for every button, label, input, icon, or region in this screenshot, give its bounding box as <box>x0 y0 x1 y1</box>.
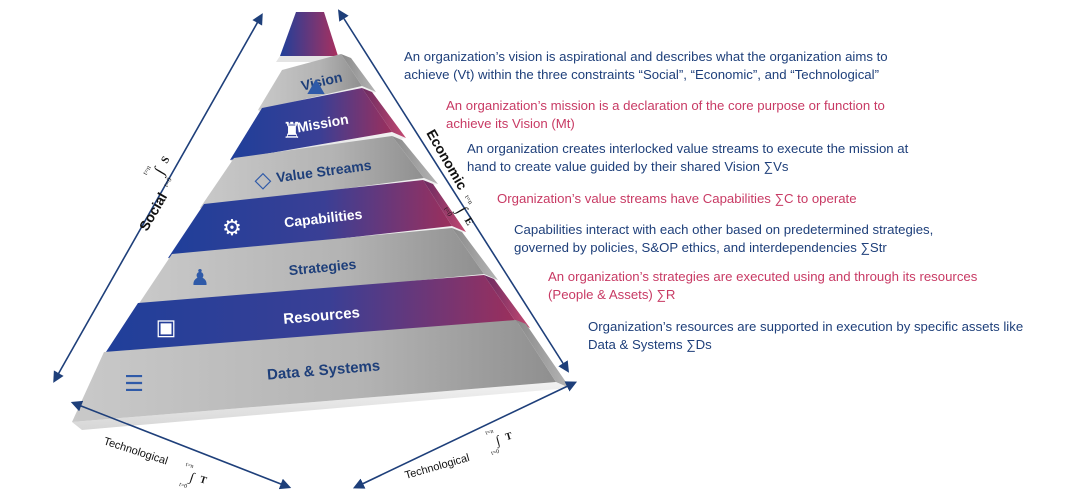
description-line: An organization’s strategies are execute… <box>548 269 978 284</box>
social-formula-top: t=n <box>141 164 153 177</box>
description-line: An organization’s vision is aspirational… <box>404 49 888 64</box>
tech-right-formula-symbol: T <box>504 431 514 444</box>
technological-label-left: Technological <box>102 435 169 467</box>
social-formula: t=n ∫ t=0 S <box>141 154 174 189</box>
technological-axis-line-right <box>352 381 578 489</box>
server-icon: ☰ <box>124 372 144 397</box>
resources-description: An organization’s strategies are execute… <box>548 268 977 304</box>
climber-icon: ♜ <box>282 119 302 144</box>
description-line: Data & Systems ∑Ds <box>588 337 712 352</box>
tech-left-formula-top: t=n <box>185 462 195 470</box>
tech-right-formula-bottom: t=0 <box>491 449 500 457</box>
description-line: Capabilities interact with each other ba… <box>514 222 934 237</box>
pyramid-apex <box>280 12 338 56</box>
technological-axis-line-left <box>70 400 292 490</box>
social-axis-line <box>53 13 263 383</box>
description-line: Organization’s value streams have Capabi… <box>497 191 857 206</box>
economic-formula-top: t=n <box>463 194 475 207</box>
social-label: Social <box>136 190 170 234</box>
technological-formula-right: t=n ∫ t=0 T <box>485 429 514 457</box>
description-line: An organization’s mission is a declarati… <box>446 98 885 113</box>
social-formula-bottom: t=0 <box>162 176 174 189</box>
tech-left-formula-bottom: t=0 <box>178 482 188 490</box>
economic-formula-symbol: E <box>462 215 476 227</box>
mission-description: An organization’s mission is a declarati… <box>446 97 885 133</box>
description-line: hand to create value guided by their sha… <box>467 159 789 174</box>
vision-description: An organization’s vision is aspirational… <box>404 48 888 84</box>
mountain-icon: ⛰ <box>307 75 325 100</box>
tech-right-formula-top: t=n <box>485 429 494 437</box>
capabilities-description: Organization’s value streams have Capabi… <box>497 190 857 208</box>
box-star-icon: ▣ <box>156 316 177 341</box>
description-line: (People & Assets) ∑R <box>548 287 676 302</box>
diamond-icon: ◇ <box>255 168 272 193</box>
chess-icon: ♟ <box>190 266 210 291</box>
description-line: An organization creates interlocked valu… <box>467 141 909 156</box>
technological-label-right: Technological <box>404 452 471 482</box>
economic-axis-line <box>337 9 570 373</box>
social-formula-symbol: S <box>159 154 172 165</box>
strategies-description: Capabilities interact with each other ba… <box>514 221 933 257</box>
integral-symbol: ∫ <box>187 469 198 486</box>
value-streams-description: An organization creates interlocked valu… <box>467 140 908 176</box>
team-gear-icon: ⚙ <box>222 216 242 241</box>
description-line: achieve (Vt) within the three constraint… <box>404 67 879 82</box>
data-systems-description: Organization’s resources are supported i… <box>588 318 1023 354</box>
tech-left-formula-symbol: T <box>198 474 208 487</box>
level-front-face <box>258 54 362 110</box>
description-line: governed by policies, S&OP ethics, and i… <box>514 240 887 255</box>
economic-formula-bottom: t=0 <box>442 206 454 219</box>
technological-formula-left: t=n ∫ t=0 T <box>178 462 208 490</box>
description-line: Organization’s resources are supported i… <box>588 319 1024 334</box>
description-line: achieve its Vision (Mt) <box>446 116 575 131</box>
integral-symbol: ∫ <box>493 432 503 449</box>
